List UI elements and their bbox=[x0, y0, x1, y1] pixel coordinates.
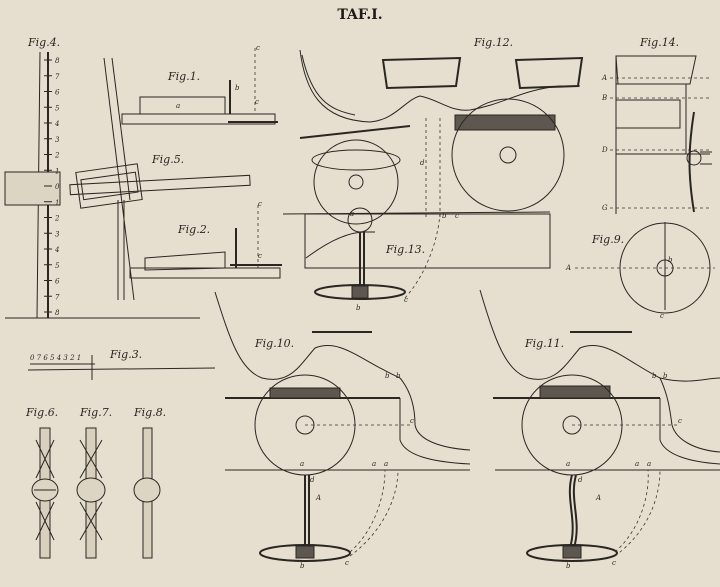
svg-text:c: c bbox=[258, 200, 262, 208]
svg-text:c: c bbox=[455, 212, 459, 220]
plate-title: TAF.I. bbox=[337, 7, 382, 23]
fig12-label: Fig.12. bbox=[473, 36, 513, 49]
scale-number: 3 bbox=[55, 230, 60, 238]
fig5-label: Fig.5. bbox=[151, 153, 184, 166]
svg-text:c: c bbox=[678, 417, 682, 425]
fig7-diagram: Fig.7. bbox=[76, 406, 112, 559]
scale-number: 1 bbox=[55, 199, 59, 207]
scale-number: 2 bbox=[54, 215, 60, 223]
fig2-diagram: Fig.2. c c bbox=[129, 200, 282, 279]
fig8-diagram: Fig.8. bbox=[133, 406, 166, 559]
fig14-diagram: Fig.14. A B D G bbox=[601, 36, 712, 214]
fig6-diagram: Fig.6. bbox=[25, 406, 59, 559]
svg-text:a: a bbox=[635, 460, 639, 468]
fig13-diagram: Fig.13. a b c bbox=[304, 207, 551, 312]
fig1-diagram: Fig.1. a b c c bbox=[121, 44, 278, 125]
svg-text:c: c bbox=[404, 296, 408, 304]
fig3-label: Fig.3. bbox=[109, 348, 142, 361]
svg-text:b: b bbox=[300, 562, 305, 570]
scale-number: 1 bbox=[55, 167, 59, 175]
scale-number: 4 bbox=[54, 120, 59, 128]
svg-text:b: b bbox=[442, 212, 447, 220]
fig8-label: Fig.8. bbox=[133, 406, 166, 419]
fig9-label: Fig.9. bbox=[591, 233, 624, 246]
svg-text:c: c bbox=[410, 417, 414, 425]
svg-text:G: G bbox=[602, 204, 608, 212]
svg-text:b: b bbox=[356, 304, 361, 312]
scale-number: 0 bbox=[55, 183, 60, 191]
svg-text:B: B bbox=[601, 94, 607, 102]
fig14-label: Fig.14. bbox=[639, 36, 679, 49]
scale-number: 5 bbox=[55, 262, 60, 270]
svg-text:b: b bbox=[385, 372, 390, 380]
svg-text:D: D bbox=[601, 146, 608, 154]
svg-text:c: c bbox=[258, 252, 262, 260]
svg-text:c: c bbox=[612, 559, 616, 567]
scale-number: 2 bbox=[54, 152, 60, 160]
fig2-label: Fig.2. bbox=[177, 223, 210, 236]
fig6-label: Fig.6. bbox=[25, 406, 58, 419]
scale-number: 3 bbox=[55, 136, 60, 144]
scale-number: 4 bbox=[54, 246, 59, 254]
fig11-diagram: Fig.11. a d A b c a a b b c bbox=[479, 289, 720, 570]
svg-text:a: a bbox=[372, 460, 376, 468]
scale-number: 8 bbox=[55, 309, 60, 317]
fig3-diagram: Fig.3. 0 7 6 5 4 3 2 1 bbox=[27, 348, 216, 380]
svg-text:c: c bbox=[345, 559, 349, 567]
svg-text:d: d bbox=[420, 159, 425, 167]
fig11-label: Fig.11. bbox=[524, 337, 564, 350]
svg-text:a: a bbox=[176, 102, 180, 110]
scale-number: 8 bbox=[55, 57, 60, 65]
fig4-scale-diagram: Fig.4. 8 7 6 5 4 3 2 1 0 1 2 3 4 5 6 7 8 bbox=[4, 36, 200, 319]
fig10-diagram: Fig.10. a d A b c a a b b c bbox=[214, 291, 471, 570]
svg-text:A: A bbox=[595, 494, 601, 502]
fig13-label: Fig.13. bbox=[385, 243, 425, 256]
fig12-diagram: Fig.12. d b c bbox=[282, 36, 584, 225]
svg-text:b: b bbox=[566, 562, 571, 570]
upright-post bbox=[103, 57, 135, 301]
fig7-label: Fig.7. bbox=[79, 406, 112, 419]
svg-text:d: d bbox=[578, 476, 583, 484]
svg-text:c: c bbox=[255, 98, 259, 106]
fig1-label: Fig.1. bbox=[167, 70, 200, 83]
svg-text:a: a bbox=[350, 210, 354, 218]
svg-text:b: b bbox=[663, 372, 668, 380]
svg-text:b: b bbox=[668, 256, 673, 264]
svg-text:A: A bbox=[565, 264, 571, 272]
svg-text:b: b bbox=[396, 372, 401, 380]
svg-text:A: A bbox=[601, 74, 607, 82]
fig4-label: Fig.4. bbox=[27, 36, 60, 49]
scale-number: 7 bbox=[55, 73, 60, 81]
fig4-scale-ticks: 8 7 6 5 4 3 2 1 0 1 2 3 4 5 6 7 8 bbox=[44, 57, 60, 317]
fig10-label: Fig.10. bbox=[254, 337, 294, 350]
svg-text:A: A bbox=[315, 494, 321, 502]
svg-text:a: a bbox=[300, 460, 304, 468]
scale-number: 7 bbox=[55, 293, 60, 301]
fig5-diagram: Fig.5. bbox=[69, 153, 251, 209]
svg-text:a: a bbox=[566, 460, 570, 468]
svg-text:b: b bbox=[235, 84, 240, 92]
scale-number: 6 bbox=[55, 89, 60, 97]
fig9-diagram: Fig.9. A b c bbox=[565, 222, 715, 320]
scale-number: 6 bbox=[55, 278, 60, 286]
svg-text:d: d bbox=[310, 476, 315, 484]
svg-text:c: c bbox=[660, 312, 664, 320]
svg-text:a: a bbox=[647, 460, 651, 468]
svg-text:b: b bbox=[652, 372, 657, 380]
scale-number: 5 bbox=[55, 104, 60, 112]
svg-text:c: c bbox=[256, 44, 260, 52]
fig3-scale-numbers: 0 7 6 5 4 3 2 1 bbox=[30, 354, 81, 362]
svg-text:a: a bbox=[384, 460, 388, 468]
